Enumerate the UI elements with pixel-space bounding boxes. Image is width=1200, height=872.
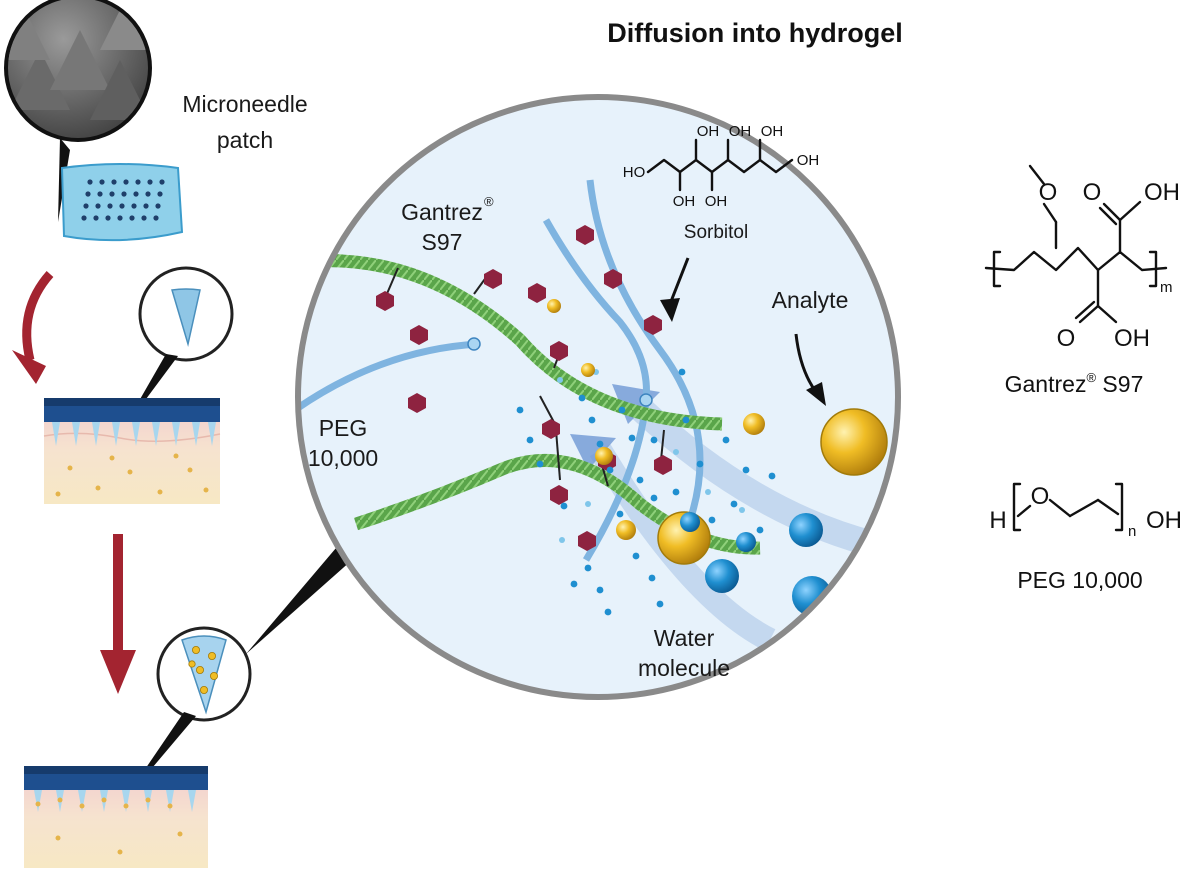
gantrez-label-line2: S97 bbox=[422, 229, 463, 255]
skin-with-patch-2 bbox=[24, 766, 208, 868]
peg-label-line2: 10,000 bbox=[308, 445, 378, 471]
peg-oh: OH bbox=[1146, 507, 1182, 534]
hydrogel-zoom-circle: OH OH OH OH OH HO OH Sorbitol Analyte Ga… bbox=[295, 94, 901, 700]
microneedle-patch-label-line1: Microneedle bbox=[182, 91, 307, 117]
gantrez-methoxy-o: O bbox=[1039, 179, 1058, 206]
diagram-title: Diffusion into hydrogel bbox=[607, 18, 902, 48]
microneedle-patch-illustration: Microneedle patch bbox=[4, 0, 308, 242]
gantrez-cooh-bottom-oh: OH bbox=[1114, 325, 1150, 352]
water-molecule-label-line2: molecule bbox=[638, 655, 730, 681]
sorbitol-oh-top-3: OH bbox=[761, 123, 784, 140]
diffusion-arrow bbox=[100, 534, 136, 694]
gantrez-cooh-top-oh: OH bbox=[1144, 179, 1180, 206]
analyte-label: Analyte bbox=[772, 287, 849, 313]
sorbitol-ho-left: HO bbox=[623, 164, 646, 181]
skin-with-patch-1 bbox=[43, 398, 221, 504]
sorbitol-structure: OH OH OH OH OH HO OH bbox=[623, 123, 820, 210]
peg-structure: H O n OH PEG 10,000 bbox=[989, 482, 1182, 593]
sorbitol-oh-top-2: OH bbox=[729, 123, 752, 140]
gantrez-label-reg: ® bbox=[484, 194, 494, 209]
zoom-pointer bbox=[246, 548, 352, 654]
peg-h: H bbox=[989, 507, 1006, 534]
peg-subscript-n: n bbox=[1128, 523, 1136, 540]
sorbitol-oh-top-1: OH bbox=[697, 123, 720, 140]
sorbitol-arrow bbox=[660, 257, 690, 322]
gantrez-name: Gantrez® S97 bbox=[1005, 370, 1144, 397]
sorbitol-oh-bottom-2: OH bbox=[705, 193, 728, 210]
sorbitol-oh-right: OH bbox=[797, 152, 820, 169]
analyte-arrow bbox=[794, 333, 826, 406]
insertion-arrow bbox=[12, 271, 54, 384]
peg-o: O bbox=[1031, 483, 1050, 510]
gantrez-cooh-top-o: O bbox=[1083, 179, 1102, 206]
sorbitol-label: Sorbitol bbox=[684, 222, 748, 243]
gantrez-subscript-m: m bbox=[1160, 279, 1173, 296]
gantrez-cooh-bottom-o: O bbox=[1057, 325, 1076, 352]
peg-name: PEG 10,000 bbox=[1017, 567, 1142, 593]
peg-label-line1: PEG bbox=[319, 415, 368, 441]
water-molecule-label-line1: Water bbox=[654, 625, 715, 651]
gantrez-label-line1: Gantrez bbox=[401, 199, 483, 225]
sorbitol-oh-bottom-1: OH bbox=[673, 193, 696, 210]
gantrez-s97-structure: O O OH O OH m Gantrez® S97 bbox=[984, 164, 1180, 397]
microneedle-patch-label-line2: patch bbox=[217, 127, 273, 153]
